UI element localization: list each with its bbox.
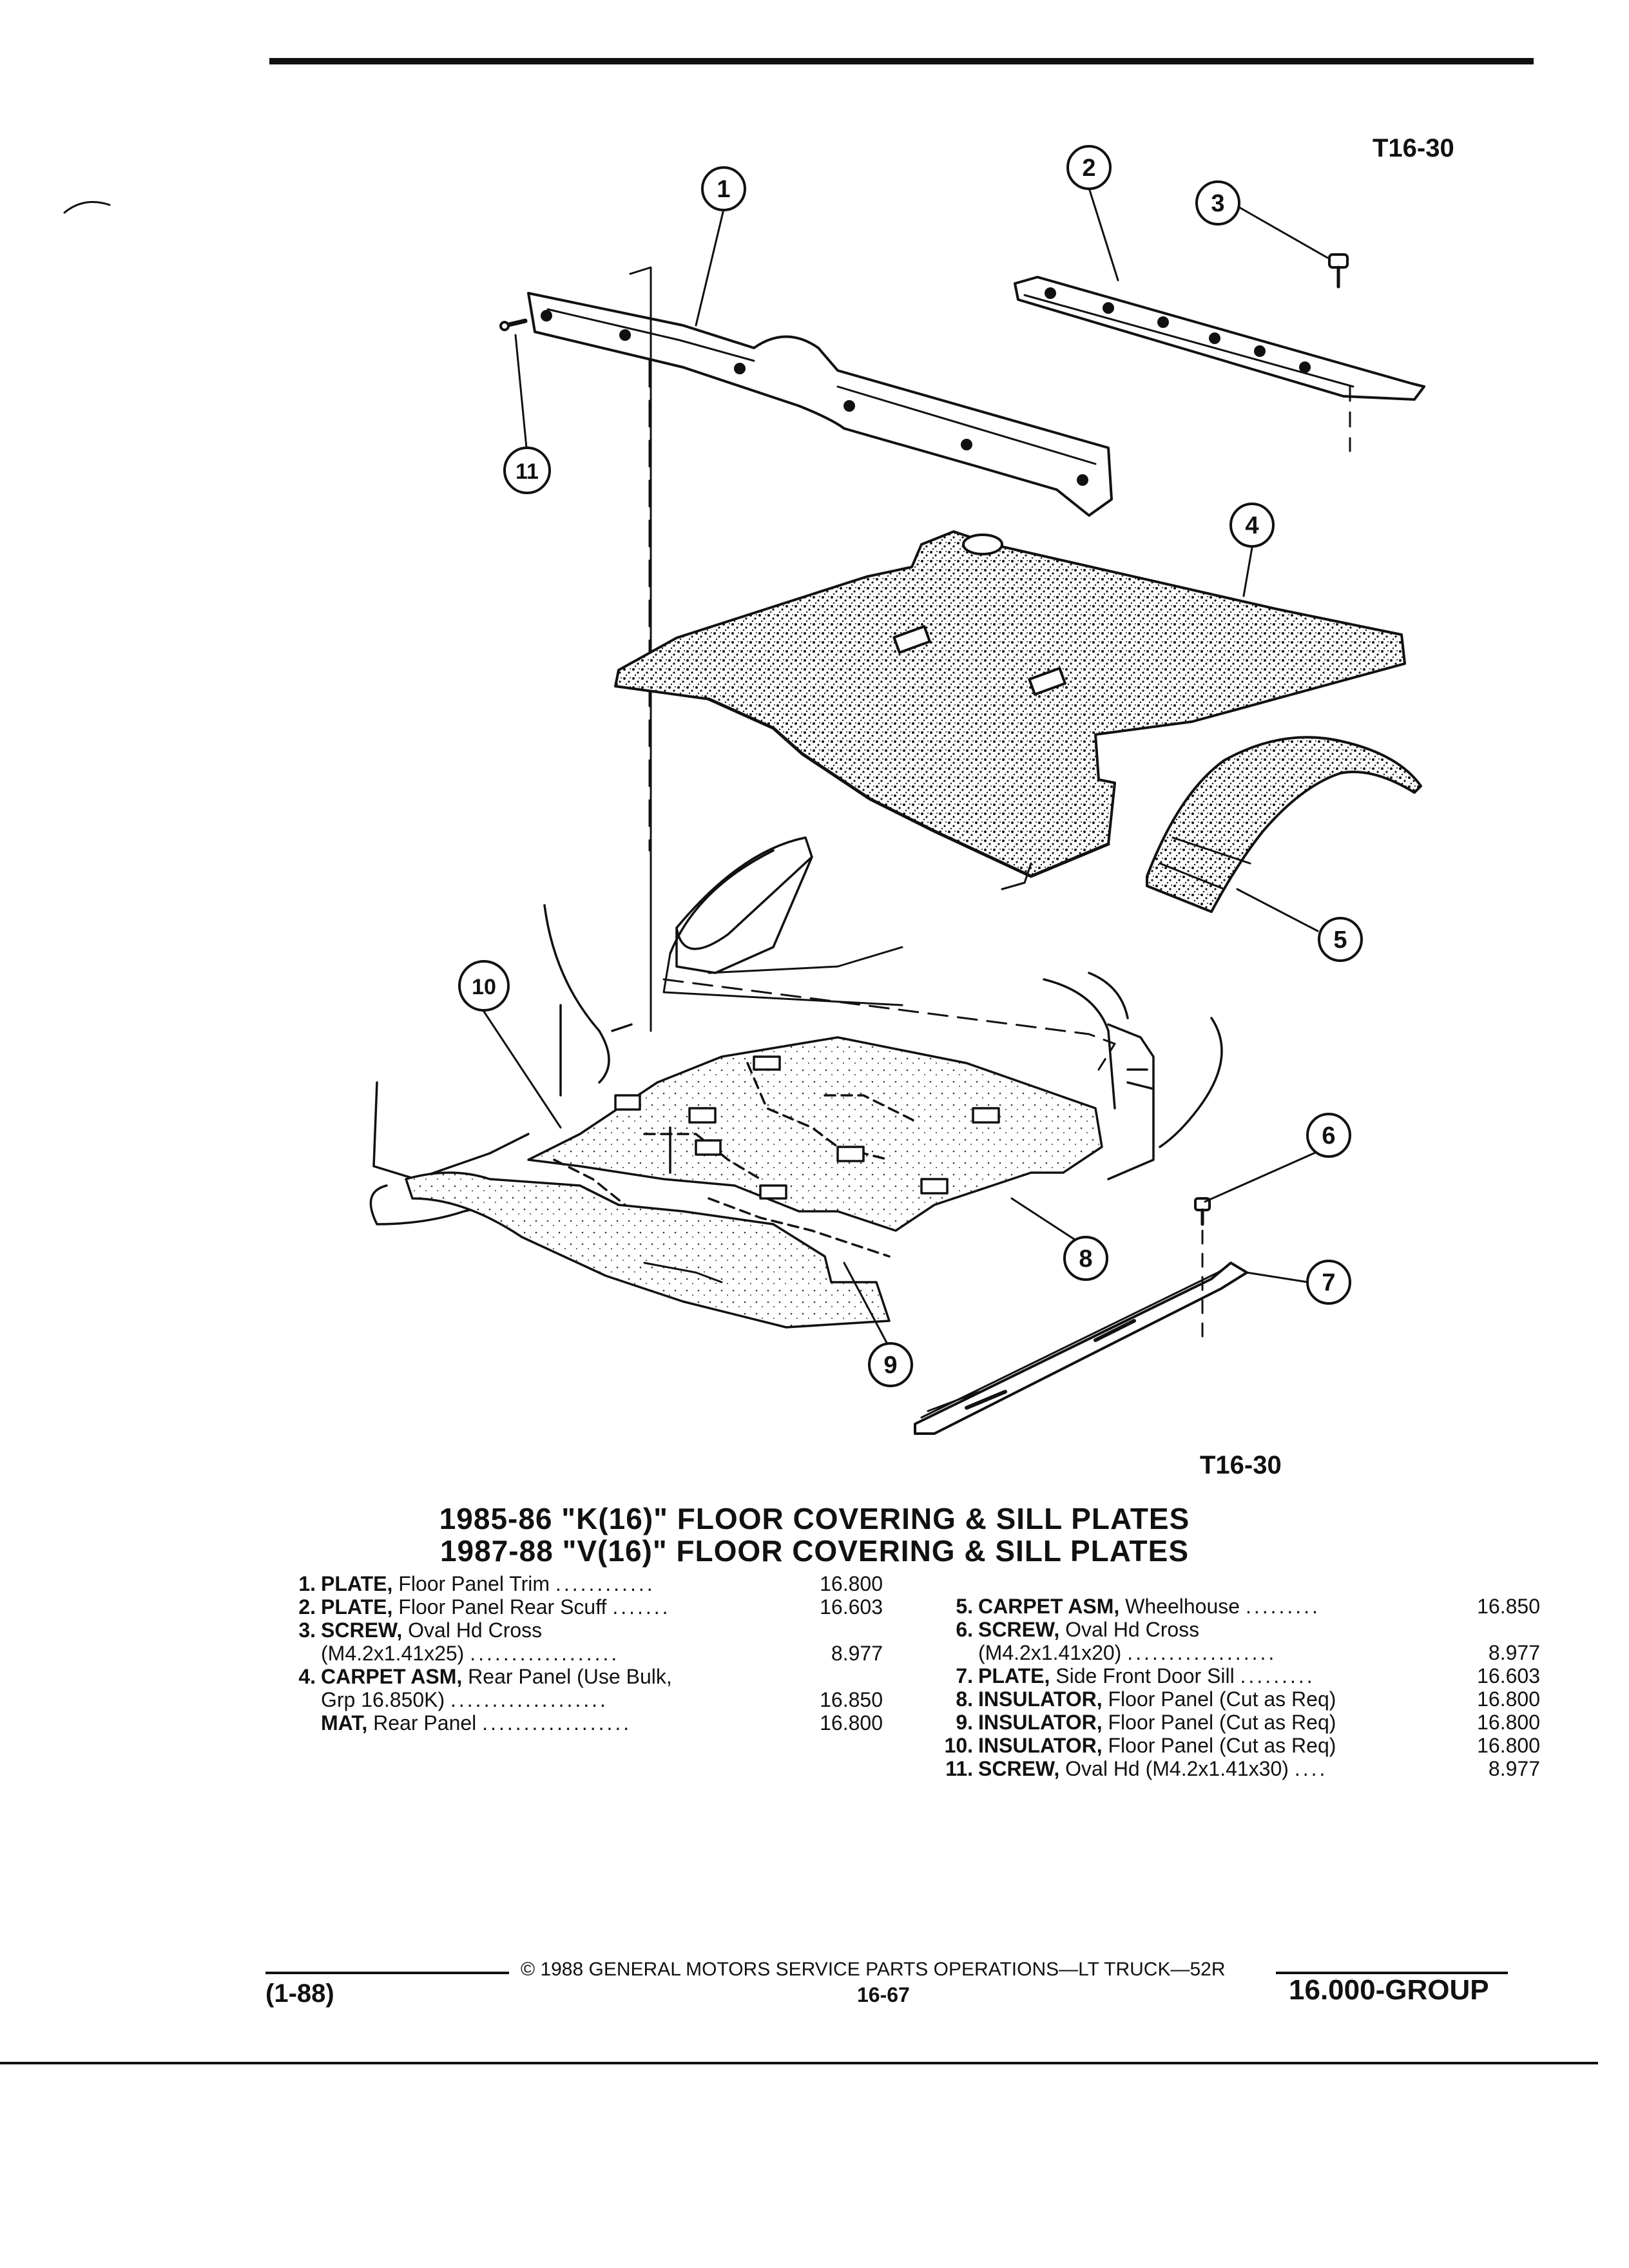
vehicle-body-outline	[369, 836, 1223, 1225]
list-item: 5.CARPET ASM, Wheelhouse .........16.850	[956, 1595, 1540, 1618]
footer-group: 16.000-GROUP	[1289, 1974, 1489, 2006]
callout-3	[1195, 180, 1240, 226]
callout-6	[1306, 1113, 1351, 1158]
exploded-view-illustration: 1 2 3 4 5 6 7 8 9 10 11	[63, 145, 1425, 1435]
page-title-line-2: 1987-88 "V(16)" FLOOR COVERING & SILL PL…	[439, 1534, 1190, 1568]
part-2-rear-scuff-plate	[1014, 276, 1425, 401]
callout-9	[868, 1342, 913, 1387]
footer-date: (1-88)	[265, 1979, 334, 2008]
figure-code-bottom: T16-30	[1200, 1451, 1282, 1479]
callout-6-label: 6	[1322, 1122, 1335, 1149]
callouts	[458, 145, 1363, 1387]
part-4-rear-carpet	[614, 530, 1406, 890]
list-item: 11.SCREW, Oval Hd (M4.2x1.41x30) ....8.9…	[945, 1757, 1540, 1780]
callout-11	[503, 447, 551, 494]
callout-7-label: 7	[1322, 1269, 1335, 1296]
callout-5	[1318, 917, 1363, 962]
callout-8-label: 8	[1079, 1245, 1092, 1273]
callout-9-label: 9	[883, 1352, 897, 1379]
list-item: 6.SCREW, Oval Hd Cross	[956, 1618, 1200, 1641]
callout-1-label: 1	[717, 176, 730, 203]
part-1-floor-panel-trim-plate	[527, 292, 1113, 517]
footer-copyright: © 1988 GENERAL MOTORS SERVICE PARTS OPER…	[521, 1959, 1226, 1980]
callout-11-label: 11	[516, 459, 539, 484]
callout-7	[1306, 1260, 1351, 1305]
footer-rule-right	[1276, 1972, 1508, 1974]
list-item: 1.PLATE, Floor Panel Trim ............16…	[298, 1572, 883, 1595]
floor-insulators	[405, 1036, 1103, 1329]
part-3-screw	[1328, 253, 1351, 452]
list-item: 9.INSULATOR, Floor Panel (Cut as Req) 16…	[956, 1711, 1540, 1734]
callout-8	[1063, 1236, 1108, 1281]
list-item: 10.INSULATOR, Floor Panel (Cut as Req) 1…	[944, 1734, 1540, 1757]
callout-5-label: 5	[1333, 927, 1347, 954]
callout-1	[701, 166, 746, 211]
list-item: MAT, Rear Panel ..................16.800	[321, 1711, 883, 1735]
callout-3-label: 3	[1211, 190, 1224, 217]
list-item: 8.INSULATOR, Floor Panel (Cut as Req) 16…	[956, 1687, 1540, 1711]
footer-page-number: 16-67	[857, 1983, 910, 2006]
footer-rule-left	[265, 1972, 509, 1974]
list-item: (M4.2x1.41x25) ..................8.977	[321, 1642, 883, 1665]
parts-list-left: 1.PLATE, Floor Panel Trim ............16…	[271, 1572, 883, 1735]
list-item: 4.CARPET ASM, Rear Panel (Use Bulk,	[298, 1665, 672, 1688]
part-5-wheelhouse-carpet	[1146, 736, 1422, 913]
callout-4-label: 4	[1245, 512, 1258, 539]
part-6-screw	[1194, 1197, 1211, 1341]
leader-lines	[483, 187, 1329, 1351]
figure-code-top: T16-30	[1373, 134, 1454, 162]
callout-4	[1229, 503, 1275, 548]
part-7-door-sill-plate	[914, 1262, 1248, 1435]
list-item: 2.PLATE, Floor Panel Rear Scuff .......1…	[298, 1595, 883, 1619]
list-item: 7.PLATE, Side Front Door Sill .........1…	[956, 1664, 1540, 1687]
top-rule	[269, 58, 1534, 64]
parts-list-right: 5.CARPET ASM, Wheelhouse .........16.850…	[928, 1595, 1540, 1780]
callout-2	[1066, 145, 1112, 190]
callout-2-label: 2	[1082, 155, 1095, 182]
list-item: 3.SCREW, Oval Hd Cross	[298, 1619, 543, 1642]
callout-10	[458, 960, 510, 1012]
page-title-line-1: 1985-86 "K(16)" FLOOR COVERING & SILL PL…	[439, 1502, 1190, 1535]
list-item: Grp 16.850K) ...................16.850	[321, 1688, 883, 1711]
part-11-screw	[499, 318, 528, 331]
list-item: (M4.2x1.41x20) ..................8.977	[978, 1641, 1540, 1664]
callout-10-label: 10	[472, 975, 496, 999]
bottom-rule	[0, 2062, 1598, 2064]
